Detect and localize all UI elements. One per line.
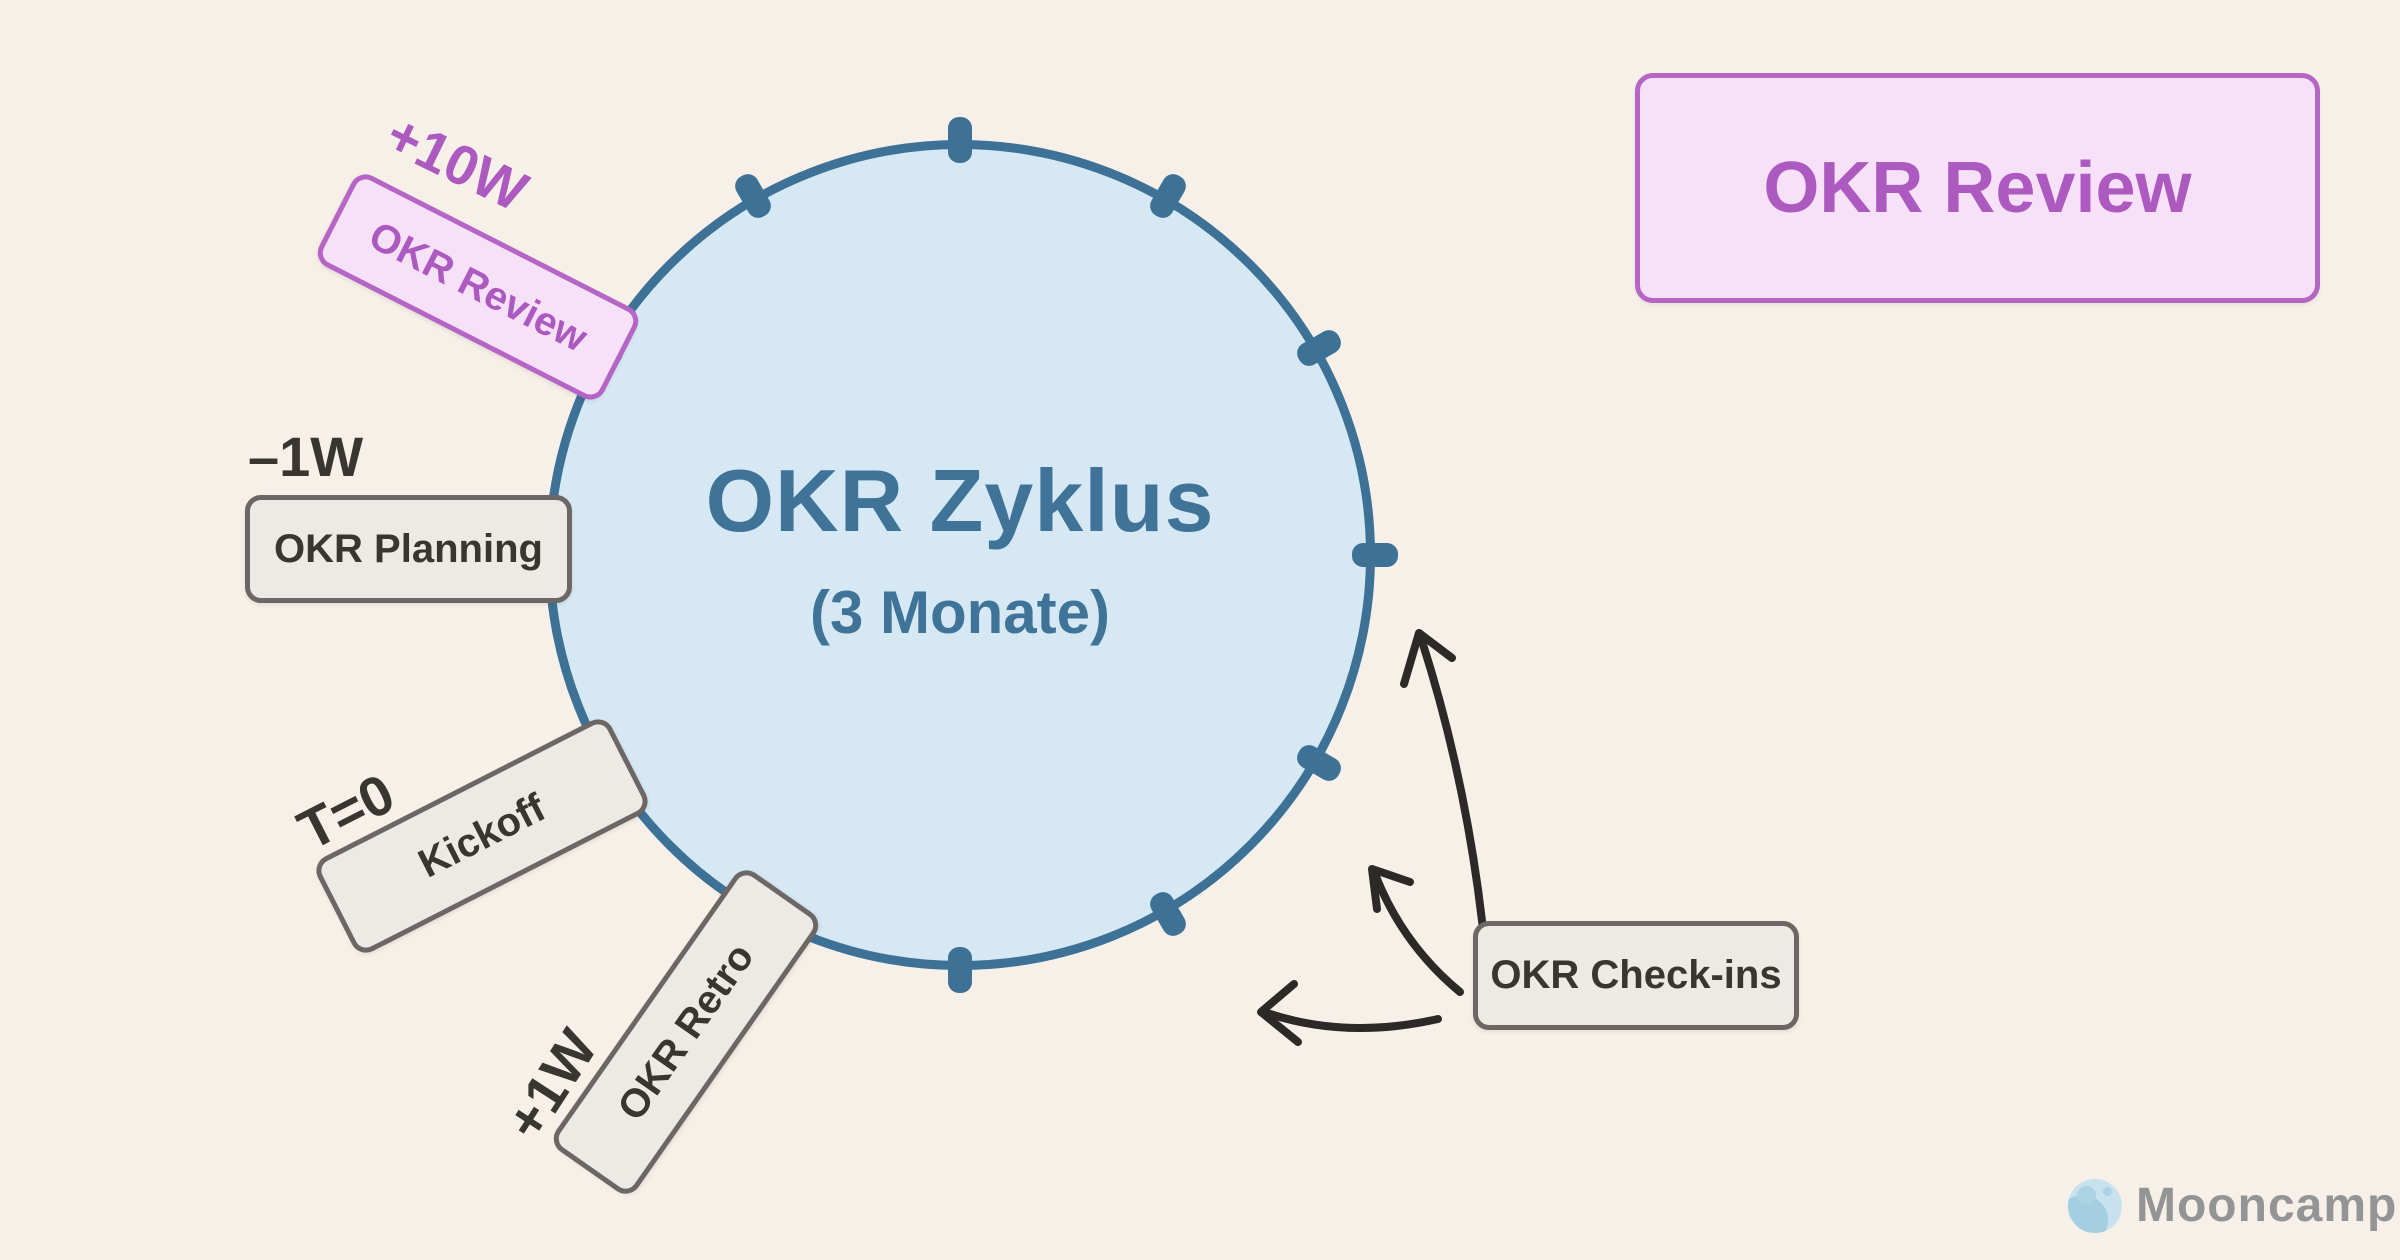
brand-name: Mooncamp — [2136, 1179, 2398, 1232]
moon-crater — [2077, 1185, 2096, 1205]
arrow-left-head — [1257, 980, 1302, 1046]
callout-okr-review: OKR Review — [1635, 73, 2320, 303]
cycle-subtitle: (3 Monate) — [810, 579, 1110, 646]
time-label-okr-planning: –1W — [248, 425, 364, 488]
arrow-middle — [1371, 870, 1464, 996]
arrow-long-head — [1400, 629, 1456, 688]
arrow-middle-head — [1368, 865, 1414, 913]
event-box-okr-planning-label: OKR Planning — [274, 526, 543, 571]
event-box-okr-checkins-label: OKR Check-ins — [1490, 953, 1782, 997]
moon-icon — [2068, 1178, 2122, 1233]
arrow-left — [1260, 1008, 1442, 1032]
brand-logo: Mooncamp — [2068, 1178, 2397, 1233]
event-box-okr-checkins: OKR Check-ins — [1473, 921, 1799, 1030]
cycle-circle — [545, 140, 1375, 970]
event-box-okr-planning: OKR Planning — [245, 495, 572, 603]
arrow-long — [1417, 634, 1490, 962]
cycle-tick — [948, 117, 972, 163]
cycle-title: OKR Zyklus — [705, 451, 1215, 550]
moon-crater — [2103, 1186, 2112, 1196]
callout-okr-review-label: OKR Review — [1763, 148, 2192, 228]
